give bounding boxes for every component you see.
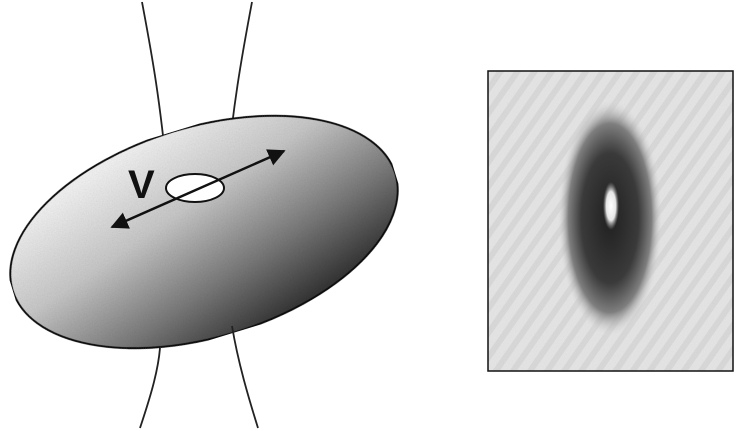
- flux-line-bottom-left: [140, 348, 160, 428]
- superconducting-disk: [0, 73, 426, 391]
- vortex-hole: [166, 174, 224, 202]
- vortex-image: [488, 71, 733, 371]
- velocity-label: V: [128, 163, 155, 207]
- flux-line-bottom-right: [232, 326, 258, 428]
- vortex-core-highlight: [603, 182, 619, 230]
